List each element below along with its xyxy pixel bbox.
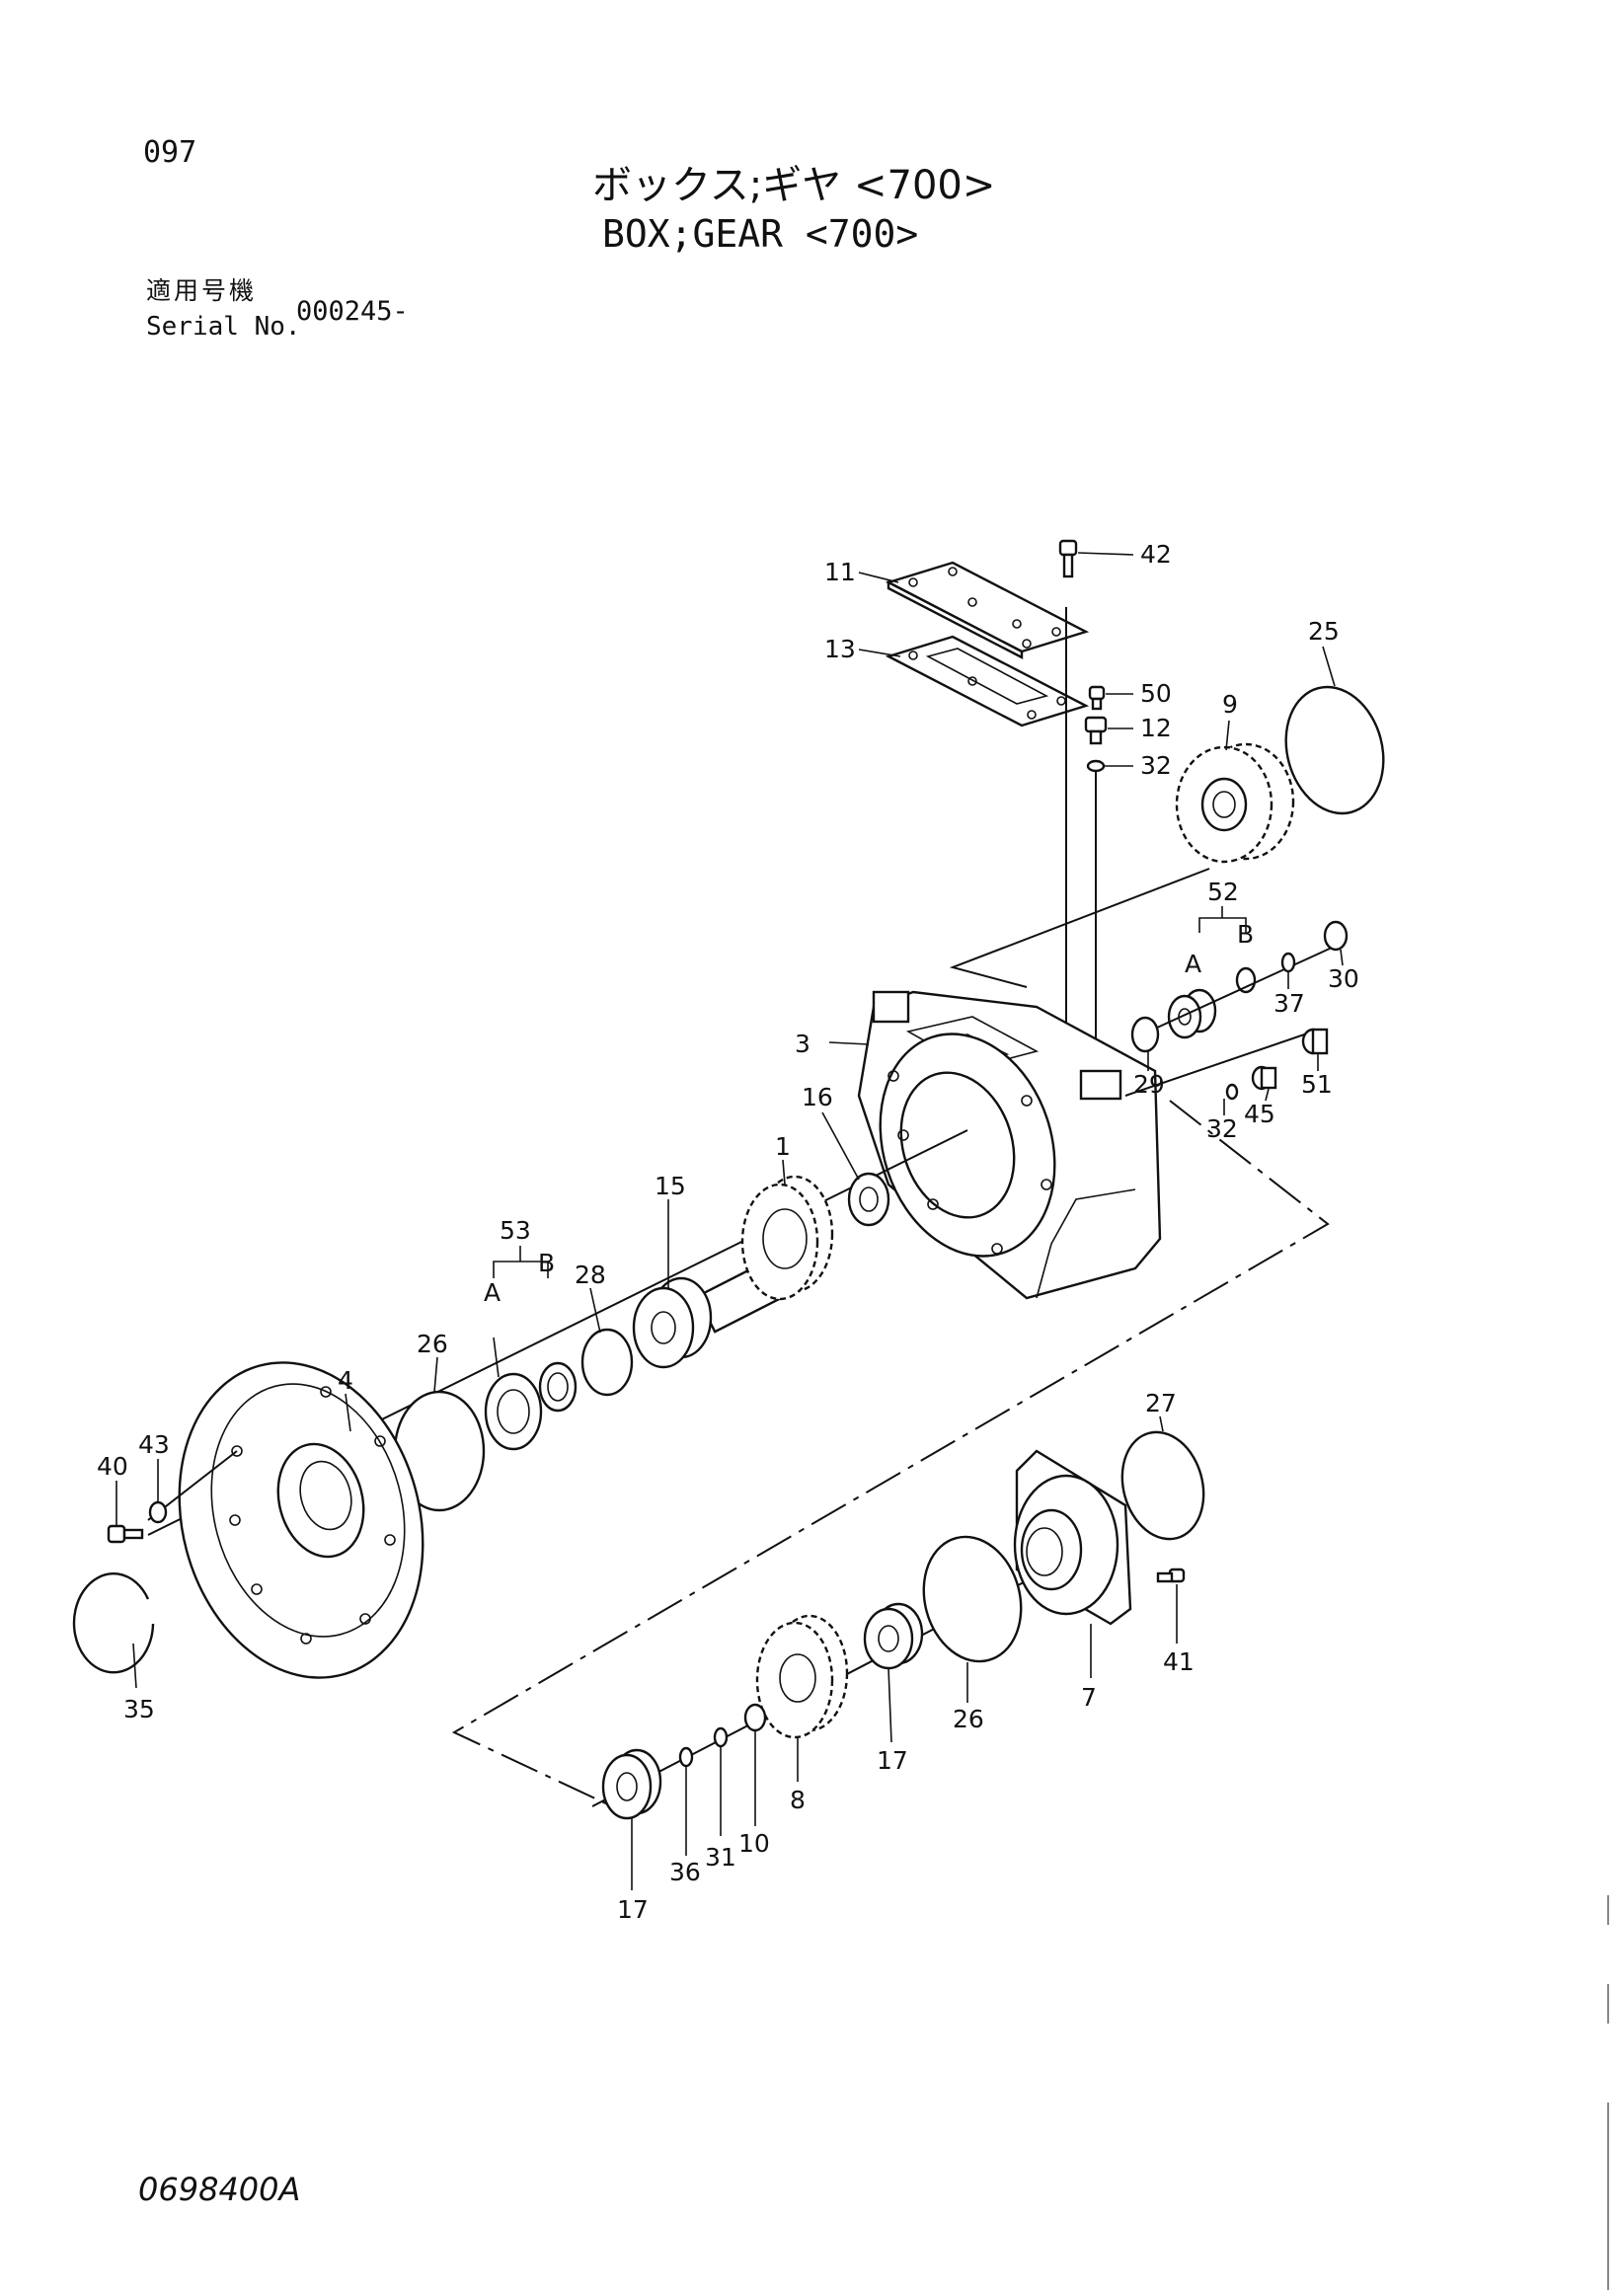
- callout-labels: 11 13 42 50 12 32 9 25 52 A B 37 30 3 29…: [97, 540, 1359, 1924]
- part-27-o-ring: [1120, 1430, 1205, 1541]
- callout-32-lower: 32: [1206, 1114, 1238, 1143]
- callout-15: 15: [655, 1172, 686, 1200]
- part-35-snap-ring: [72, 1572, 155, 1674]
- callout-36: 36: [669, 1858, 701, 1886]
- scan-mark: [1607, 1895, 1609, 1925]
- callout-17-right: 17: [877, 1746, 908, 1775]
- serial-label-english: Serial No.: [146, 312, 301, 342]
- callout-13: 13: [824, 635, 856, 663]
- label-a-53: A: [484, 1278, 501, 1307]
- part-25-o-ring: [1284, 685, 1385, 815]
- callout-41: 41: [1163, 1647, 1195, 1676]
- part-37-snap-ring: [1280, 952, 1296, 973]
- part-12-plug: [1084, 716, 1108, 745]
- part-1-shaft-gear: [695, 1175, 834, 1334]
- part-45-plug: [1251, 1065, 1277, 1091]
- callout-35: 35: [123, 1695, 155, 1723]
- callout-43: 43: [138, 1430, 170, 1459]
- part-32-o-ring-upper: [1086, 759, 1106, 773]
- callout-45: 45: [1244, 1100, 1275, 1128]
- part-31-snap-ring: [713, 1726, 729, 1748]
- part-15-bearing: [632, 1276, 713, 1369]
- callout-25: 25: [1308, 617, 1340, 646]
- leader-lines: [116, 552, 1344, 1890]
- callout-32-upper: 32: [1140, 751, 1172, 780]
- callout-17-left: 17: [617, 1895, 649, 1924]
- scan-mark: [1607, 2103, 1609, 2290]
- part-36-snap-ring: [678, 1746, 694, 1768]
- bracket-52: [1198, 906, 1247, 933]
- callout-50: 50: [1140, 679, 1172, 708]
- part-30-snap-ring: [1323, 920, 1349, 952]
- part-13-gasket: [885, 635, 1090, 727]
- part-28-o-ring: [580, 1328, 634, 1397]
- part-52-bearing-assembly: [1167, 966, 1257, 1039]
- part-32-o-ring-lower: [1225, 1083, 1239, 1101]
- serial-label-japanese: 適用号機: [146, 276, 258, 305]
- serial-number-value: 000245-: [296, 296, 409, 327]
- callout-31: 31: [705, 1843, 736, 1872]
- drawing-number: 0698400A: [138, 2171, 301, 2208]
- callout-1: 1: [775, 1132, 791, 1161]
- page-number: 097: [143, 135, 197, 170]
- callout-9: 9: [1222, 690, 1238, 719]
- callout-30: 30: [1328, 964, 1359, 993]
- callout-8: 8: [790, 1786, 806, 1814]
- phantom-outline-gear-9: [949, 868, 1210, 988]
- callout-12: 12: [1140, 714, 1172, 742]
- part-7-flange-cover: [1013, 1449, 1132, 1626]
- part-11-cover-plate: [885, 561, 1090, 659]
- callout-4: 4: [338, 1366, 353, 1395]
- callout-27: 27: [1145, 1389, 1177, 1417]
- part-17-bearing-left: [601, 1748, 662, 1820]
- label-b-53: B: [538, 1249, 555, 1277]
- callout-26-lower: 26: [953, 1705, 984, 1733]
- part-8-gear: [755, 1614, 849, 1739]
- callout-16: 16: [802, 1083, 833, 1111]
- callout-28: 28: [575, 1261, 606, 1289]
- callout-40: 40: [97, 1452, 128, 1481]
- callout-52: 52: [1207, 878, 1239, 906]
- callout-51: 51: [1301, 1070, 1333, 1099]
- part-42-bolt: [1058, 539, 1078, 578]
- part-51-plug: [1301, 1028, 1329, 1055]
- callout-53: 53: [500, 1216, 531, 1245]
- part-26-o-ring-lower: [922, 1535, 1023, 1663]
- callout-7: 7: [1081, 1683, 1097, 1712]
- part-16-bearing: [847, 1172, 890, 1227]
- part-17-bearing-right: [863, 1602, 924, 1670]
- title-english: BOX;GEAR <700>: [602, 212, 919, 256]
- part-43-washer: [148, 1500, 168, 1524]
- part-4-cover: [178, 1361, 424, 1679]
- part-3-gear-box-housing: [857, 990, 1162, 1300]
- part-10-spacer: [743, 1703, 767, 1732]
- phantom-outline-lower-assembly: [451, 1100, 1330, 1807]
- callout-29: 29: [1133, 1070, 1165, 1099]
- label-a-52: A: [1185, 950, 1201, 978]
- title-japanese: ボックス;ギヤ <700>: [592, 163, 996, 208]
- callout-26-upper: 26: [417, 1330, 448, 1358]
- callout-11: 11: [824, 558, 856, 586]
- scan-mark: [1607, 1984, 1609, 2024]
- part-41-bolt: [1156, 1568, 1186, 1583]
- part-53-seal-assembly: [484, 1361, 578, 1451]
- label-b-52: B: [1237, 920, 1254, 949]
- part-9-gear: [1175, 742, 1295, 864]
- bracket-53: [493, 1246, 549, 1278]
- part-29-o-ring: [1130, 1016, 1160, 1053]
- part-50-bolt: [1088, 685, 1106, 711]
- part-40-bolt: [107, 1524, 144, 1544]
- callout-3: 3: [795, 1030, 810, 1058]
- callout-37: 37: [1273, 989, 1305, 1018]
- callout-10: 10: [738, 1829, 770, 1858]
- callout-42: 42: [1140, 540, 1172, 569]
